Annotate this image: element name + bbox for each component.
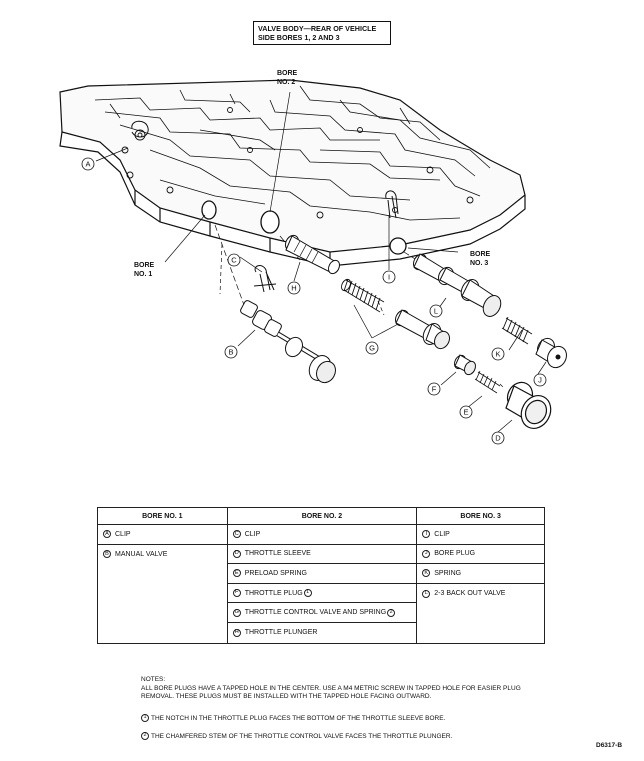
callout-d: D [495, 434, 501, 443]
note-2-text: THE CHAMFERED STEM OF THE THROTTLE CONTR… [151, 732, 453, 740]
callout-g: G [369, 344, 375, 353]
table-row: L 2-3 BACK OUT VALVE [417, 584, 544, 604]
throttle-control-spring [341, 278, 385, 313]
callout-i: I [388, 273, 390, 282]
bore-2-label-line1: BORE [277, 70, 298, 77]
callout-c: C [231, 256, 237, 265]
part-label: SPRING [434, 569, 462, 577]
parts-table: BORE NO. 1 BORE NO. 2 BORE NO. 3 A CLIP … [97, 507, 545, 644]
letter-badge: B [103, 550, 111, 559]
bore-3-label-line2: NO. 3 [470, 260, 488, 267]
letter-badge: I [422, 530, 431, 539]
part-label: MANUAL VALVE [115, 550, 168, 558]
table-row: F THROTTLE PLUG 1 [227, 584, 417, 604]
bore-3-column: I CLIP J BORE PLUG K SPRING L 2-3 BACK O… [416, 524, 545, 644]
letter-badge: L [422, 589, 431, 598]
throttle-plug-part [453, 354, 477, 376]
back-out-valve-part [413, 253, 502, 317]
clip-c-part [253, 265, 277, 293]
letter-badge: K [422, 569, 431, 578]
valve-body-casting [59, 79, 526, 267]
table-row: K SPRING [417, 564, 544, 584]
note-1: 1 THE NOTCH IN THE THROTTLE PLUG FACES T… [141, 714, 445, 722]
table-row: A CLIP [98, 525, 227, 545]
throttle-control-valve-part [395, 309, 450, 350]
table-row: H THROTTLE PLUNGER [228, 623, 417, 643]
part-label: THROTTLE PLUG [244, 589, 303, 597]
title-line-2: SIDE BORES 1, 2 AND 3 [258, 33, 340, 42]
bore-1-column: A CLIP B MANUAL VALVE [97, 524, 228, 644]
letter-badge: C [232, 530, 241, 539]
part-label: PRELOAD SPRING [244, 569, 307, 577]
part-label: CLIP [434, 530, 450, 538]
part-label: CLIP [115, 530, 131, 538]
throttle-plunger-part [285, 234, 341, 275]
spring-k-part [501, 316, 533, 345]
header-bore-2: BORE NO. 2 [226, 507, 418, 525]
notes-body: ALL BORE PLUGS HAVE A TAPPED HOLE IN THE… [141, 684, 521, 701]
table-row: D THROTTLE SLEEVE [227, 545, 417, 565]
callout-f: F [432, 385, 437, 394]
letter-badge: E [232, 569, 241, 578]
callout-h: H [291, 284, 296, 293]
header-bore-3: BORE NO. 3 [416, 507, 545, 525]
note-ref-badge: 1 [303, 589, 312, 598]
header-bore-1: BORE NO. 1 [97, 507, 228, 525]
letter-badge: D [232, 549, 241, 558]
note-ref-badge: 2 [387, 608, 396, 617]
letter-badge: A [103, 530, 111, 539]
table-row: B MANUAL VALVE [98, 545, 227, 565]
note-number-badge: 2 [141, 732, 149, 740]
bore-3-label-line1: BORE [470, 251, 491, 258]
callouts [81, 157, 547, 445]
bore-1-label-line1: BORE [134, 262, 155, 269]
part-label: 2-3 BACK OUT VALVE [434, 590, 506, 598]
title-line-1: VALVE BODY—REAR OF VEHICLE [258, 24, 377, 33]
throttle-sleeve-part [505, 381, 552, 429]
callout-a: A [85, 160, 90, 169]
bore-plug-part [535, 337, 567, 369]
callout-e: E [463, 408, 468, 417]
table-row: J BORE PLUG [417, 545, 544, 565]
note-2: 2 THE CHAMFERED STEM OF THE THROTTLE CON… [141, 732, 452, 740]
bore-1-label-line2: NO. 1 [134, 271, 152, 278]
part-label: THROTTLE CONTROL VALVE AND SPRING [244, 609, 387, 617]
notes-block: NOTES: ALL BORE PLUGS HAVE A TAPPED HOLE… [141, 676, 541, 702]
leader-lines [95, 91, 547, 433]
letter-badge: J [422, 549, 431, 558]
letter-badge: G [232, 608, 241, 617]
notes-heading: NOTES: [141, 676, 166, 683]
table-row: C CLIP [227, 525, 417, 545]
part-label: BORE PLUG [434, 550, 476, 558]
preload-spring-part [474, 370, 501, 394]
note-number-badge: 1 [141, 714, 149, 722]
bore-2-column: C CLIP D THROTTLE SLEEVE E PRELOAD SPRIN… [226, 524, 418, 644]
figure-code: D6317-B [596, 742, 623, 749]
table-row: G THROTTLE CONTROL VALVE AND SPRING 2 [227, 603, 417, 623]
part-label: THROTTLE SLEEVE [244, 550, 311, 558]
callout-j: J [538, 376, 542, 385]
callout-l: L [434, 307, 438, 316]
note-1-text: THE NOTCH IN THE THROTTLE PLUG FACES THE… [151, 714, 446, 722]
callout-b: B [228, 348, 233, 357]
table-row: I CLIP [417, 525, 544, 545]
part-label: THROTTLE PLUNGER [244, 629, 318, 637]
bore-2-label-line2: NO. 2 [277, 79, 295, 86]
letter-badge: F [232, 589, 241, 598]
callout-k: K [495, 350, 500, 359]
part-label: CLIP [244, 530, 261, 538]
letter-badge: H [232, 628, 241, 637]
valve-body-exploded-diagram: BORE NO. 2 BORE NO. 1 BORE NO. 3 A B C D… [59, 70, 567, 445]
manual-valve-part [240, 300, 336, 384]
diagram-title-box: VALVE BODY—REAR OF VEHICLE SIDE BORES 1,… [253, 21, 391, 45]
table-row: E PRELOAD SPRING [227, 564, 417, 584]
